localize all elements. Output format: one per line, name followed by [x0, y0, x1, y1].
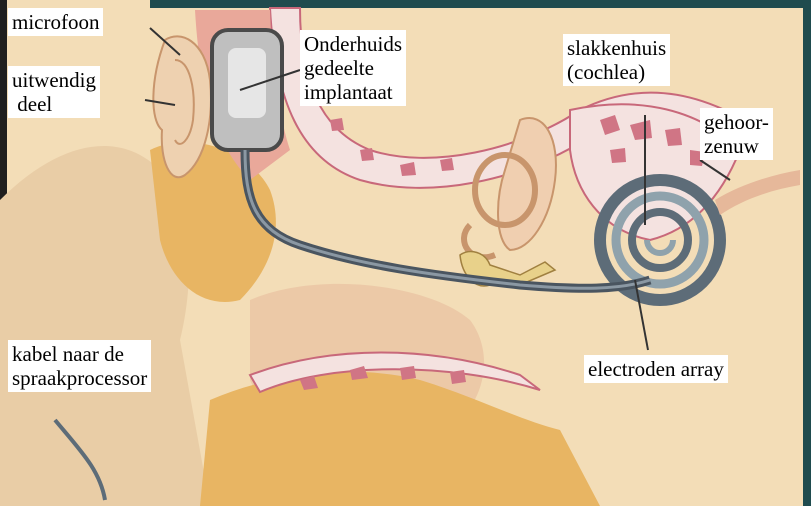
- label-onderhuids-gedeelte-implantaat: Onderhuids gedeelte implantaat: [300, 30, 406, 106]
- label-gehoorzenuw: gehoor- zenuw: [700, 108, 773, 160]
- top-border: [150, 0, 811, 8]
- label-microfoon: microfoon: [8, 8, 103, 36]
- right-border: [803, 0, 811, 506]
- label-electroden-array: electroden array: [584, 355, 728, 383]
- label-kabel-naar-spraakprocessor: kabel naar de spraakprocessor: [8, 340, 151, 392]
- label-uitwendig-deel: uitwendig deel: [8, 66, 100, 118]
- label-slakkenhuis-cochlea: slakkenhuis (cochlea): [563, 34, 670, 86]
